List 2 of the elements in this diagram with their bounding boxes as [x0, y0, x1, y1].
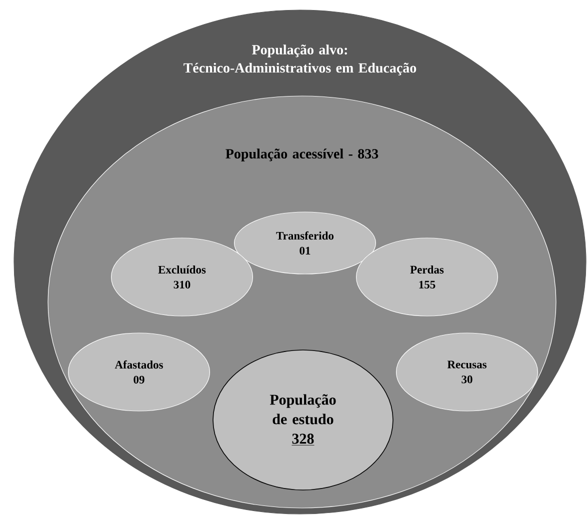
heading: População acessível - 833	[226, 148, 378, 162]
heading: População alvo: Técnico-Administrativos em Educação	[184, 44, 416, 76]
